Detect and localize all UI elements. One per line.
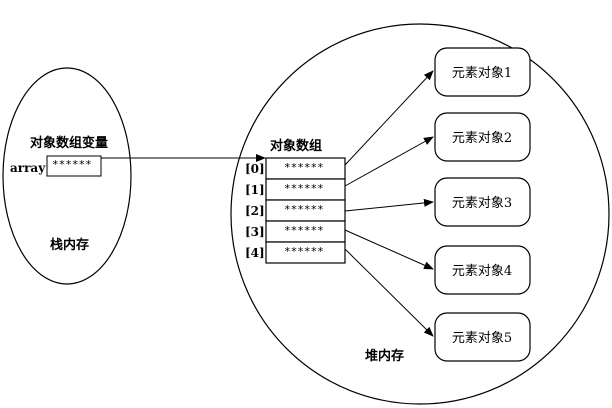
element-object-4 [434, 245, 531, 295]
array-value-1: ****** [284, 182, 324, 195]
element-object-2-label: 元素对象2 [452, 131, 512, 146]
stack-variable-name: array [10, 161, 46, 175]
array-index-1: [1] [245, 183, 265, 197]
heap-memory-ellipse [230, 23, 610, 405]
element-arrow-1 [344, 70, 434, 166]
element-object-4-label: 元素对象4 [452, 264, 512, 279]
element-object-2 [434, 112, 531, 162]
stack-variable-title: 对象数组变量 [30, 135, 108, 151]
array-cell-4 [265, 241, 346, 264]
stack-memory-ellipse [2, 67, 132, 285]
element-object-5 [434, 312, 531, 362]
stack-variable-box [46, 155, 102, 177]
element-object-3-label: 元素对象3 [452, 196, 512, 211]
array-index-0: [0] [245, 162, 265, 176]
array-index-2: [2] [245, 204, 265, 218]
heap-region-label: 堆内存 [365, 348, 404, 364]
element-object-3 [434, 177, 531, 227]
stack-region-label: 栈内存 [50, 237, 89, 253]
array-value-3: ****** [284, 224, 324, 237]
array-title: 对象数组 [270, 138, 322, 154]
element-object-5-label: 元素对象5 [452, 331, 512, 346]
array-index-3: [3] [245, 225, 265, 239]
element-arrow-4 [344, 229, 434, 270]
array-value-4: ****** [284, 245, 324, 258]
element-arrow-5 [344, 248, 434, 337]
element-arrow-3 [344, 198, 434, 212]
element-objects: 元素对象1 元素对象2 元素对象3 元素对象4 元素对象5 [434, 47, 531, 362]
element-arrow-2 [344, 136, 434, 187]
element-object-1 [434, 47, 531, 97]
array-cells: [0] [1] [2] [3] [4] ****** ****** ******… [245, 157, 346, 264]
array-value-2: ****** [284, 203, 324, 216]
stack-variable-value: ****** [52, 158, 92, 171]
array-value-0: ****** [284, 161, 324, 174]
array-index-4: [4] [245, 246, 265, 260]
element-object-1-label: 元素对象1 [452, 66, 512, 81]
element-arrows [344, 70, 434, 337]
